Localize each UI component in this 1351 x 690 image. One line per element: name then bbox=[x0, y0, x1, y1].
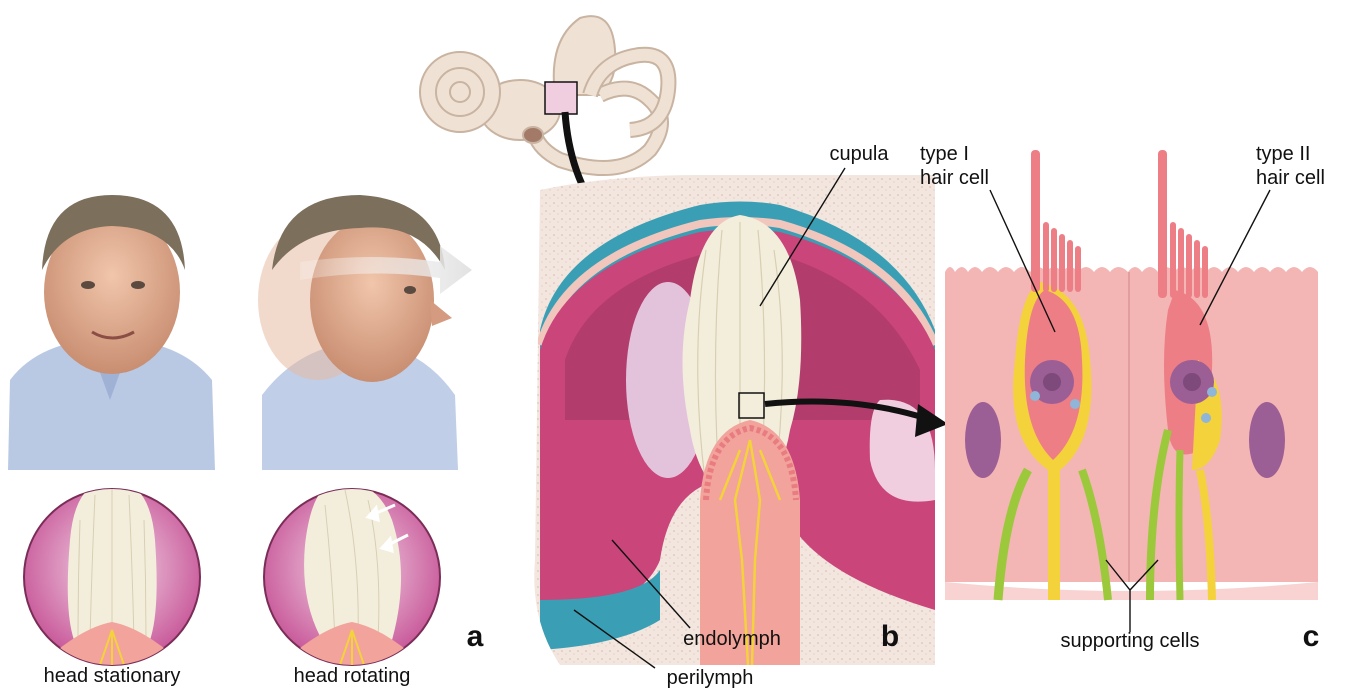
zoom-box-icon bbox=[545, 82, 577, 114]
inner-ear-labyrinth-illustration bbox=[420, 16, 668, 168]
label-type1-line2: hair cell bbox=[920, 167, 989, 189]
cupula-rotating-inset bbox=[264, 480, 440, 665]
label-cupula: cupula bbox=[830, 143, 890, 165]
panel-letter-c: c bbox=[1303, 620, 1320, 653]
label-perilymph: perilymph bbox=[667, 667, 754, 689]
panel-letter-b: b bbox=[881, 620, 899, 653]
panel-letter-a: a bbox=[467, 620, 484, 653]
label-supporting-cells: supporting cells bbox=[1061, 630, 1200, 652]
label-endolymph: endolymph bbox=[683, 628, 781, 650]
cupula-stationary-inset bbox=[24, 480, 200, 665]
person-rotating-illustration bbox=[258, 195, 472, 470]
label-type2-line1: type II bbox=[1256, 143, 1310, 165]
label-type1-line1: type I bbox=[920, 143, 969, 165]
caption-head-stationary: head stationary bbox=[44, 665, 181, 687]
caption-head-rotating: head rotating bbox=[294, 665, 411, 687]
label-type2-line2: hair cell bbox=[1256, 167, 1325, 189]
hair-cells-illustration bbox=[945, 150, 1318, 600]
ampulla-crista-cross-section bbox=[520, 170, 940, 670]
person-stationary-illustration bbox=[8, 195, 215, 470]
